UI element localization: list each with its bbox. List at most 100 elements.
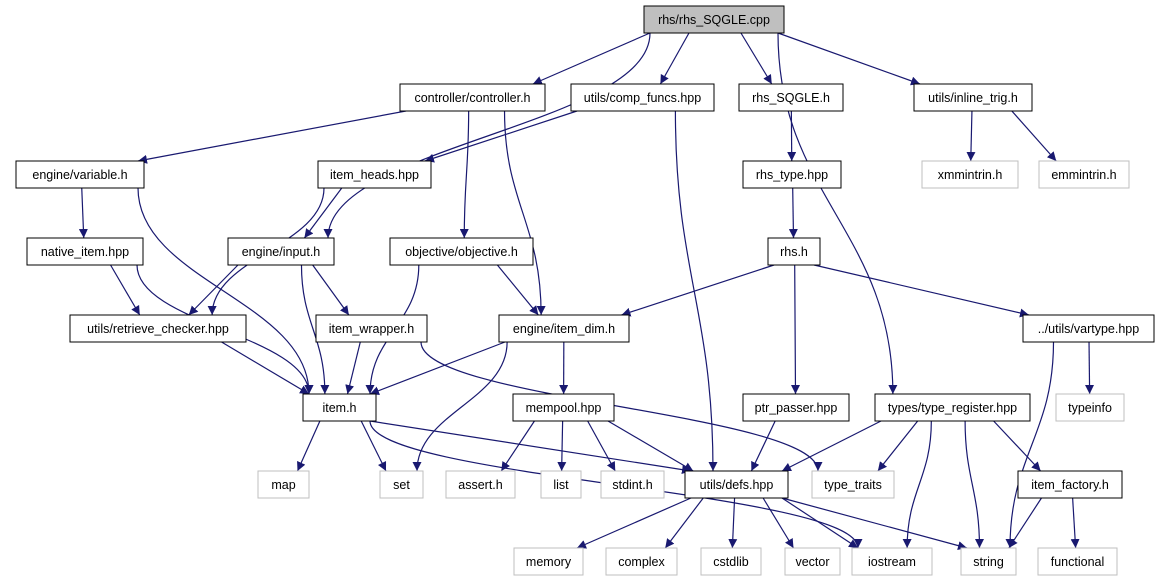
node-label: rhs_SQGLE.h	[752, 91, 830, 105]
node-label: utils/retrieve_checker.hpp	[87, 322, 229, 336]
node-box	[317, 160, 432, 189]
node-box	[513, 547, 584, 576]
edge-type_register-to-type_traits	[877, 420, 919, 472]
node-item-factory[interactable]: item_factory.h	[1017, 470, 1123, 499]
node-defs[interactable]: utils/defs.hpp	[684, 470, 789, 499]
node-label: xmmintrin.h	[938, 168, 1003, 182]
edge-type_register-to-item_factory	[993, 420, 1042, 472]
node-box	[26, 237, 144, 266]
edge-rhs_h-to-item_dim	[621, 264, 775, 317]
node-box	[600, 470, 665, 499]
edge-vartype-to-string	[1005, 341, 1055, 549]
node-comp-funcs[interactable]: utils/comp_funcs.hpp	[570, 83, 715, 112]
edge-mempool-to-list	[557, 420, 567, 472]
edge-input_h-to-item_h	[300, 264, 330, 395]
node-box	[257, 470, 310, 499]
node-memory: memory	[513, 547, 584, 576]
node-label: mempool.hpp	[526, 401, 602, 415]
node-label: cstdlib	[713, 555, 748, 569]
node-box	[811, 470, 895, 499]
edge-item_heads-to-input_h	[303, 187, 343, 239]
node-label: objective/objective.h	[405, 245, 518, 259]
edge-comp_funcs-to-item_heads	[424, 110, 578, 163]
node-box	[684, 470, 789, 499]
node-box	[1022, 314, 1155, 343]
node-stdint-h: stdint.h	[600, 470, 665, 499]
edge-controller_h-to-item_dim	[503, 110, 546, 316]
node-box	[742, 393, 850, 422]
node-box	[700, 547, 762, 576]
node-label: assert.h	[458, 478, 503, 492]
node-inline-trig[interactable]: utils/inline_trig.h	[913, 83, 1033, 112]
node-rhs-sqgle-cpp[interactable]: rhs/rhs_SQGLE.cpp	[643, 5, 785, 34]
node-list: list	[540, 470, 582, 499]
node-label: ../utils/vartype.hpp	[1038, 322, 1139, 336]
edge-defs-to-memory	[576, 497, 692, 549]
node-rhs-sqgle-h[interactable]: rhs_SQGLE.h	[738, 83, 844, 112]
node-item-heads[interactable]: item_heads.hpp	[317, 160, 432, 189]
edge-type_register-to-iostream	[902, 420, 932, 549]
edge-type_register-to-string	[964, 420, 984, 549]
node-variable-h[interactable]: engine/variable.h	[15, 160, 145, 189]
node-iostream: iostream	[851, 547, 933, 576]
node-box	[399, 83, 546, 112]
edge-variable_h-to-native_item	[78, 187, 88, 239]
node-item-wrapper[interactable]: item_wrapper.h	[315, 314, 428, 343]
edge-variable_h-to-item_h	[137, 187, 314, 395]
edge-item_h-to-map	[296, 420, 321, 472]
node-label: type_traits	[824, 478, 882, 492]
node-label: string	[973, 555, 1004, 569]
node-native-item[interactable]: native_item.hpp	[26, 237, 144, 266]
node-item-dim[interactable]: engine/item_dim.h	[498, 314, 630, 343]
edge-rhs_h-to-ptr_passer	[790, 264, 800, 395]
node-ptr-passer[interactable]: ptr_passer.hpp	[742, 393, 850, 422]
node-type-register[interactable]: types/type_register.hpp	[874, 393, 1031, 422]
node-label: typeinfo	[1068, 401, 1112, 415]
node-box	[767, 237, 821, 266]
node-vartype[interactable]: ../utils/vartype.hpp	[1022, 314, 1155, 343]
node-item-h[interactable]: item.h	[302, 393, 377, 422]
node-label: controller/controller.h	[414, 91, 530, 105]
node-label: utils/inline_trig.h	[928, 91, 1018, 105]
node-typeinfo: typeinfo	[1055, 393, 1125, 422]
node-functional: functional	[1037, 547, 1118, 576]
node-label: rhs.h	[780, 245, 808, 259]
node-emmintrin: emmintrin.h	[1038, 160, 1130, 189]
edge-objective_h-to-item_dim	[496, 264, 539, 316]
edge-rhs_type-to-rhs_h	[788, 187, 798, 239]
edge-item_h-to-defs	[369, 420, 692, 475]
edge-item_factory-to-string	[1008, 497, 1042, 549]
node-label: stdint.h	[612, 478, 652, 492]
node-xmmintrin: xmmintrin.h	[921, 160, 1019, 189]
node-label: item_factory.h	[1031, 478, 1109, 492]
node-box	[851, 547, 933, 576]
node-assert-h: assert.h	[445, 470, 516, 499]
edge-type_register-to-defs	[781, 420, 882, 472]
node-box	[512, 393, 615, 422]
edge-rhs_sqgle_cpp-to-inline_trig	[777, 32, 921, 86]
node-label: engine/item_dim.h	[513, 322, 615, 336]
node-box	[784, 547, 841, 576]
node-box	[315, 314, 428, 343]
node-input-h[interactable]: engine/input.h	[227, 237, 335, 266]
node-controller-h[interactable]: controller/controller.h	[399, 83, 546, 112]
node-label: set	[393, 478, 410, 492]
node-rhs-h[interactable]: rhs.h	[767, 237, 821, 266]
edge-rhs_sqgle_cpp-to-rhs_sqgle_h	[740, 32, 773, 85]
edge-native_item-to-retrieve_checker	[110, 264, 141, 316]
node-label: rhs_type.hpp	[756, 168, 828, 182]
node-box	[913, 83, 1033, 112]
edge-defs-to-string	[781, 497, 968, 550]
edge-input_h-to-retrieve_checker	[188, 264, 239, 316]
edge-defs-to-vector	[762, 497, 795, 549]
edge-retrieve_checker-to-item_h	[221, 341, 310, 395]
node-label: item_heads.hpp	[330, 168, 419, 182]
node-box	[1037, 547, 1118, 576]
node-mempool[interactable]: mempool.hpp	[512, 393, 615, 422]
node-retrieve-checker[interactable]: utils/retrieve_checker.hpp	[69, 314, 247, 343]
node-box	[227, 237, 335, 266]
node-objective-h[interactable]: objective/objective.h	[389, 237, 534, 266]
node-rhs-type[interactable]: rhs_type.hpp	[742, 160, 842, 189]
node-label: utils/comp_funcs.hpp	[584, 91, 701, 105]
node-label: rhs/rhs_SQGLE.cpp	[658, 13, 770, 27]
